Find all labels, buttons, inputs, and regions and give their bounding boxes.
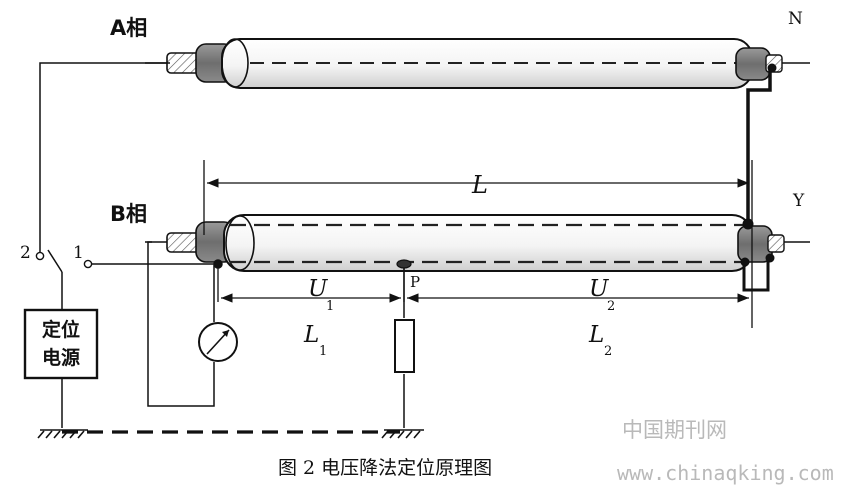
phase-a-label: A相 (110, 16, 147, 40)
u2-label: U (589, 276, 610, 302)
l1-subscript: 1 (319, 344, 327, 359)
positioning-power-supply (23, 308, 99, 380)
u1-subscript: 1 (326, 299, 334, 314)
ground-symbol-right (381, 429, 424, 439)
phase-b-label: B相 (110, 202, 147, 226)
l2-label: L (588, 322, 604, 348)
length-l-label: L (471, 171, 488, 199)
point-p-label: P (410, 273, 420, 291)
cable-phase-a (145, 38, 810, 89)
watermark-cn: 中国期刊网 (622, 418, 727, 442)
dimension-lines (203, 160, 753, 328)
l1-label: L (303, 322, 319, 348)
switch-terminal-1 (83, 259, 93, 269)
right-jumper (740, 63, 777, 292)
u1-label: U (308, 276, 329, 302)
feed-wires (39, 62, 405, 428)
voltmeter-icon (198, 322, 238, 362)
node-n-label: N (788, 9, 803, 29)
switch-terminal-2 (35, 251, 45, 261)
watermark-url: www.chinaqking.com (617, 461, 834, 485)
power-supply-label-1: 定位 (42, 318, 80, 341)
switch-1-label: 1 (73, 243, 84, 263)
l2-subscript: 2 (604, 344, 612, 359)
ground-symbol-left (37, 429, 88, 439)
switch-2-label: 2 (20, 243, 31, 263)
fault-point-p (396, 259, 412, 269)
node-y-label: Y (792, 191, 805, 211)
u2-subscript: 2 (607, 299, 615, 314)
cable-phase-b (145, 214, 810, 272)
power-supply-label-2: 电源 (42, 346, 80, 369)
figure-caption: 图 2 电压降法定位原理图 (278, 457, 492, 479)
ground-resistor (394, 319, 415, 373)
